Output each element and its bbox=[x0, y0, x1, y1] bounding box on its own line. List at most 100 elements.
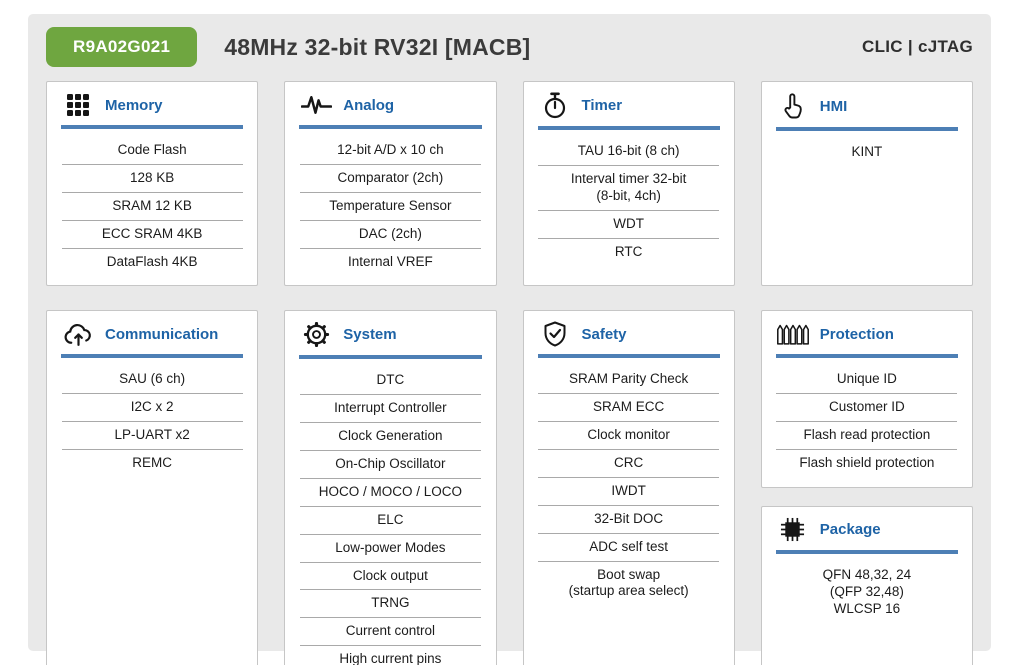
list-item: ECC SRAM 4KB bbox=[61, 219, 243, 248]
analog-waveform-icon bbox=[299, 94, 333, 117]
package-chip-icon bbox=[776, 517, 810, 542]
card-hmi: HMI KINT bbox=[760, 81, 973, 287]
page-title: 48MHz 32-bit RV32I [MACB] bbox=[224, 33, 531, 60]
list-item: Boot swap (startup area select) bbox=[538, 560, 720, 606]
divider-bar bbox=[299, 355, 482, 360]
list-item: HOCO / MOCO / LOCO bbox=[299, 477, 481, 506]
list-item: Flash shield protection bbox=[776, 449, 958, 477]
divider-bar bbox=[537, 354, 720, 359]
list-item: QFN 48,32, 24 (QFP 32,48) WLCSP 16 bbox=[822, 566, 912, 616]
list-item: I2C x 2 bbox=[61, 393, 243, 421]
list-item: 128 KB bbox=[61, 163, 243, 192]
list-item: SAU (6 ch) bbox=[119, 371, 186, 387]
divider-bar bbox=[537, 126, 720, 130]
system-gear-icon bbox=[299, 321, 333, 348]
divider-bar bbox=[61, 354, 244, 359]
list-item: Interrupt Controller bbox=[299, 394, 481, 422]
card-hmi-title: HMI bbox=[819, 97, 848, 115]
safety-shield-icon bbox=[538, 321, 572, 347]
list-item: 12-bit A/D x 10 ch bbox=[337, 142, 444, 157]
card-timer: Timer TAU 16-bit (8 ch)Interval timer 32… bbox=[522, 81, 735, 287]
card-package: Package QFN 48,32, 24 (QFP 32,48) WLCSP … bbox=[760, 505, 973, 665]
list-item: ADC self test bbox=[538, 532, 720, 561]
divider-bar bbox=[775, 354, 958, 359]
diagram-board: R9A02G021 48MHz 32-bit RV32I [MACB] CLIC… bbox=[28, 14, 991, 665]
card-package-header: Package bbox=[762, 507, 972, 547]
list-item: DTC bbox=[376, 372, 405, 388]
list-item: Unique ID bbox=[836, 371, 897, 387]
list-item: DAC (2ch) bbox=[299, 219, 481, 248]
list-item: SRAM ECC bbox=[538, 393, 720, 421]
card-analog: Analog 12-bit A/D x 10 ch Comparator (2ch… bbox=[284, 81, 497, 287]
card-communication-header: Communication bbox=[47, 311, 257, 351]
protection-fence-icon bbox=[776, 322, 810, 346]
debug-interface-label: CLIC | cJTAG bbox=[862, 37, 973, 56]
list-item: REMC bbox=[61, 449, 243, 477]
card-hmi-items: KINT bbox=[762, 139, 972, 176]
list-item: LP-UART x2 bbox=[61, 421, 243, 449]
card-analog-header: Analog bbox=[285, 82, 495, 122]
list-item: TAU 16-bit (8 ch) bbox=[577, 143, 680, 158]
card-analog-items: 12-bit A/D x 10 ch Comparator (2ch)Temper… bbox=[285, 137, 495, 285]
list-item: Flash read protection bbox=[776, 421, 958, 449]
list-item: Temperature Sensor bbox=[299, 191, 481, 220]
list-item: 32-Bit DOC bbox=[538, 504, 720, 533]
list-item: SRAM Parity Check bbox=[568, 371, 689, 387]
list-item: WDT bbox=[538, 209, 720, 238]
communication-cloud-icon bbox=[61, 322, 95, 347]
card-protection-title: Protection bbox=[819, 325, 894, 343]
card-communication-title: Communication bbox=[105, 325, 219, 343]
list-item: KINT bbox=[851, 144, 883, 159]
list-item: Low-power Modes bbox=[299, 533, 481, 562]
card-safety-title: Safety bbox=[581, 325, 627, 343]
list-item: RTC bbox=[538, 237, 720, 266]
divider-bar bbox=[61, 125, 244, 129]
list-item: IWDT bbox=[538, 476, 720, 505]
card-package-title: Package bbox=[819, 521, 881, 539]
list-item: On-Chip Oscillator bbox=[299, 450, 481, 478]
part-number-badge: R9A02G021 bbox=[46, 27, 198, 67]
list-item: ELC bbox=[299, 505, 481, 534]
list-item: CRC bbox=[538, 449, 720, 477]
list-item: Customer ID bbox=[776, 393, 958, 421]
card-memory-title: Memory bbox=[105, 96, 163, 114]
card-timer-header: Timer bbox=[524, 82, 734, 123]
list-item: Clock output bbox=[299, 561, 481, 590]
list-item: High current pins bbox=[299, 645, 481, 665]
list-item: Code Flash bbox=[117, 142, 187, 157]
card-package-items: QFN 48,32, 24 (QFP 32,48) WLCSP 16 bbox=[762, 562, 972, 633]
list-item: Comparator (2ch) bbox=[299, 163, 481, 192]
card-timer-items: TAU 16-bit (8 ch)Interval timer 32-bit (… bbox=[524, 138, 734, 275]
list-item: DataFlash 4KB bbox=[61, 247, 243, 276]
card-system-title: System bbox=[343, 326, 397, 344]
card-memory-header: Memory bbox=[47, 82, 257, 122]
hmi-touch-icon bbox=[776, 92, 810, 120]
card-hmi-header: HMI bbox=[762, 82, 972, 124]
card-system-header: System bbox=[285, 311, 495, 352]
card-safety-header: Safety bbox=[524, 311, 734, 351]
divider-bar bbox=[299, 125, 482, 129]
header: R9A02G021 48MHz 32-bit RV32I [MACB] CLIC… bbox=[28, 14, 991, 71]
list-item: Clock Generation bbox=[299, 422, 481, 450]
list-item: Internal VREF bbox=[299, 247, 481, 276]
divider-bar bbox=[775, 549, 958, 554]
list-item: TRNG bbox=[299, 589, 481, 617]
list-item: SRAM 12 KB bbox=[61, 191, 243, 220]
memory-grid-icon bbox=[61, 92, 95, 118]
list-item: Clock monitor bbox=[538, 421, 720, 449]
card-timer-title: Timer bbox=[581, 97, 623, 114]
card-analog-title: Analog bbox=[343, 96, 395, 114]
list-item: Current control bbox=[299, 617, 481, 645]
timer-stopwatch-icon bbox=[538, 92, 572, 119]
